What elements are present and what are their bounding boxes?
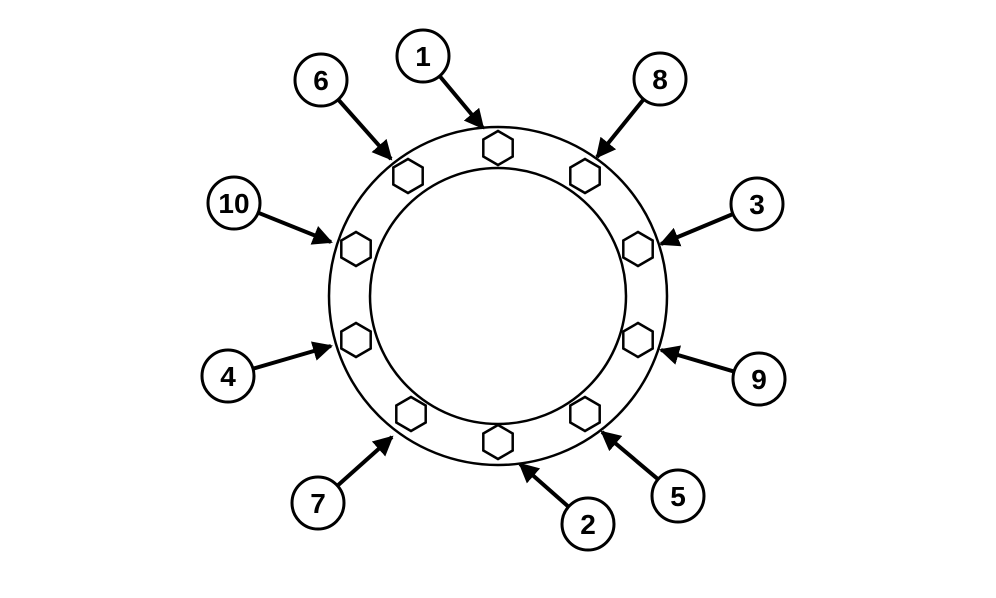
callout-number: 2 [580,509,596,540]
callout-8: 8 [632,51,688,107]
callout-10: 10 [206,175,262,231]
bolt-hex-right-upper [622,230,654,268]
bolt-hex-top-left [392,157,424,195]
callout-7: 7 [290,475,346,531]
flange-outer-ring [327,125,669,467]
callout-6: 6 [293,52,349,108]
callout-5: 5 [650,468,706,524]
callout-arrow-1 [438,74,485,130]
callout-number: 10 [218,188,249,219]
callout-3: 3 [729,176,785,232]
bolt-hex-left-upper [340,230,372,268]
callout-1: 1 [395,28,451,84]
callout-arrow-3 [659,212,734,247]
callout-circle [632,51,688,107]
callout-number: 8 [652,64,668,95]
callout-circle [560,496,616,552]
callout-arrow-9 [659,345,735,374]
callout-arrow-2 [518,462,570,509]
callout-2: 2 [560,496,616,552]
callout-arrow-10 [257,210,333,245]
callout-circle [731,351,787,407]
bolt-hex-bottom [482,423,514,461]
callout-circle [206,175,262,231]
callout-number: 9 [751,364,767,395]
callout-arrow-5 [600,430,660,481]
callout-number: 1 [415,41,431,72]
callout-number: 6 [313,65,329,96]
bolt-hex-right-lower [622,321,654,359]
callout-number: 4 [220,361,236,392]
callout-arrow-6 [336,98,393,161]
callout-circle [293,52,349,108]
bolt-hex-bottom-left [395,395,427,433]
callout-circle [650,468,706,524]
callout-circle [290,475,346,531]
callout-9: 9 [731,351,787,407]
bolt-hex-top-right [569,157,601,195]
bolt-hex-left-lower [340,321,372,359]
callout-circle [395,28,451,84]
callout-circle [200,348,256,404]
callout-arrow-8 [595,97,646,159]
bolt-hex-bottom-right [569,395,601,433]
callout-number: 7 [310,488,326,519]
callout-arrow-4 [252,341,333,371]
callout-number: 5 [670,481,686,512]
callout-4: 4 [200,348,256,404]
callout-circle [729,176,785,232]
flange-inner-ring [368,166,628,426]
bolt-hex-top [482,129,514,167]
callout-arrow-7 [336,435,394,488]
callout-number: 3 [749,189,765,220]
